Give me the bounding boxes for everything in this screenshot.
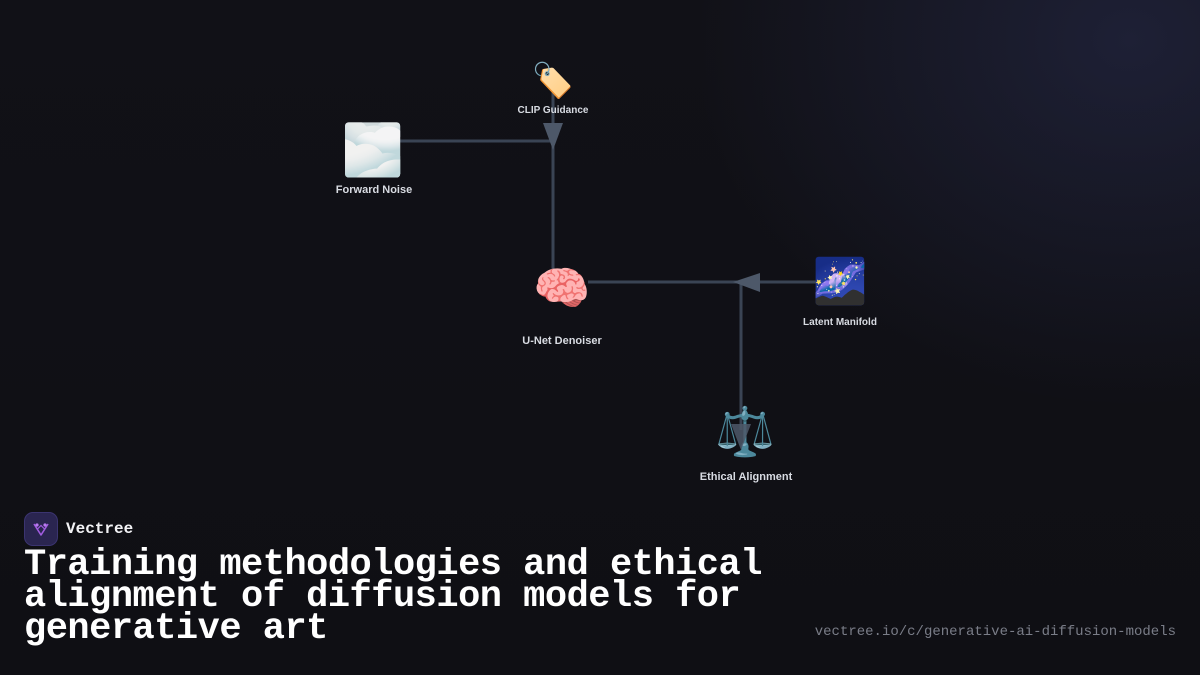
node-label-forward-noise: Forward Noise <box>336 184 412 196</box>
page-url[interactable]: vectree.io/c/generative-ai-diffusion-mod… <box>814 624 1176 640</box>
page-title: Training methodologies and ethical align… <box>24 544 762 650</box>
node-forward-noise[interactable]: 🌫️ Forward Noise <box>336 121 412 196</box>
brand[interactable]: Vectree <box>24 512 133 546</box>
brain-icon: 🧠 <box>533 262 590 314</box>
arrowhead-down-ethics <box>731 424 751 450</box>
node-latent-manifold[interactable]: 🌌 Latent Manifold <box>803 256 877 328</box>
label-tag-icon: 🏷️ <box>532 61 574 100</box>
galaxy-icon: 🌌 <box>813 256 868 306</box>
node-label-ethical-alignment: Ethical Alignment <box>700 471 793 483</box>
arrowhead-left-unet <box>733 273 760 292</box>
arrowhead-down-clip <box>543 123 563 150</box>
node-label-unet-denoiser: U-Net Denoiser <box>522 335 602 347</box>
node-label-clip-guidance: CLIP Guidance <box>518 105 589 116</box>
diagram-edges <box>398 90 820 430</box>
diagram-arrowheads <box>543 123 760 292</box>
brand-name: Vectree <box>66 520 134 538</box>
node-unet-denoiser[interactable]: 🧠 U-Net Denoiser <box>522 262 602 347</box>
cloud-icon: 🌫️ <box>342 121 404 178</box>
node-clip-guidance[interactable]: 🏷️ CLIP Guidance <box>518 61 589 116</box>
vectree-logo-icon <box>24 512 58 546</box>
node-ethical-alignment[interactable]: ⚖️ Ethical Alignment <box>700 404 793 483</box>
node-label-latent-manifold: Latent Manifold <box>803 317 877 328</box>
